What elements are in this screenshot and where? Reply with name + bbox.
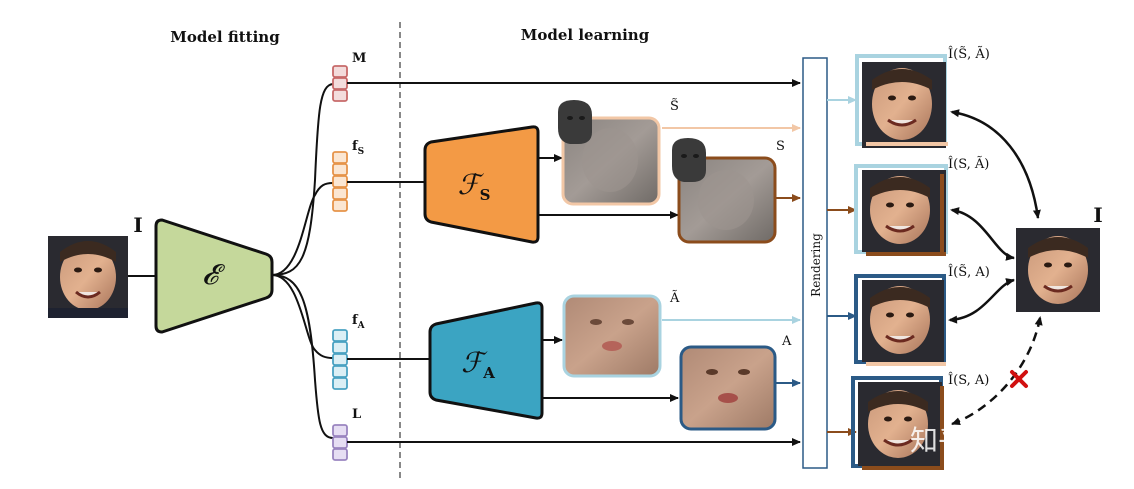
loss-arrow-3 xyxy=(948,278,1015,324)
target-label: I xyxy=(1093,203,1102,227)
shape-label: S xyxy=(776,139,785,154)
branch-fs xyxy=(271,182,334,276)
albedo-label: A xyxy=(781,334,792,349)
branch-m xyxy=(271,83,334,276)
code-m-label: M xyxy=(352,51,366,66)
cross-icon xyxy=(1010,370,1028,388)
output-label-2: Î(S, Ã) xyxy=(948,156,989,172)
loss-arrow-2 xyxy=(950,207,1015,261)
rendering-label: Rendering xyxy=(809,233,823,297)
loss-arrow-1 xyxy=(950,109,1041,219)
albedo-image xyxy=(679,345,777,431)
branch-l xyxy=(271,274,334,439)
code-fa-label: fA xyxy=(352,313,366,331)
code-fs-label: fS xyxy=(352,139,364,157)
model-learning-title: Model learning xyxy=(521,26,650,44)
code-fa xyxy=(332,329,348,390)
branch-fa xyxy=(271,274,334,359)
shape-image xyxy=(677,156,777,244)
encoder-block xyxy=(154,218,274,334)
code-l xyxy=(332,424,348,461)
output-face-image-2 xyxy=(854,164,948,256)
albedo-tilde-image xyxy=(562,294,662,378)
head-mesh-icon-2 xyxy=(672,138,706,182)
code-m xyxy=(332,65,348,102)
code-fs xyxy=(332,151,348,212)
watermark-text: 知乎 @郑kcr xyxy=(910,424,1075,457)
shape-tilde-label: S̃ xyxy=(670,98,679,114)
output-label-3: Î(S̃, A) xyxy=(948,264,990,280)
output-face-image-3 xyxy=(854,274,946,366)
input-face-image xyxy=(48,236,128,318)
input-label: I xyxy=(133,213,142,237)
albedo-tilde-label: Ã xyxy=(669,290,680,306)
output-face-image-4 xyxy=(851,376,944,470)
output-face-image-1 xyxy=(855,54,948,148)
code-l-label: L xyxy=(352,407,361,422)
target-face-image xyxy=(1016,228,1100,312)
output-label-1: Î(S̃, Ã) xyxy=(948,46,990,62)
loss-arrow-dashed xyxy=(951,316,1043,426)
output-label-4: Î(S, A) xyxy=(948,372,989,388)
model-fitting-title: Model fitting xyxy=(170,28,280,46)
rendering-block xyxy=(802,57,828,469)
shape-decoder-block xyxy=(423,125,540,244)
head-mesh-icon-1 xyxy=(558,100,592,144)
albedo-decoder-symbol: ℱA xyxy=(461,346,495,382)
albedo-decoder-block xyxy=(428,301,544,420)
